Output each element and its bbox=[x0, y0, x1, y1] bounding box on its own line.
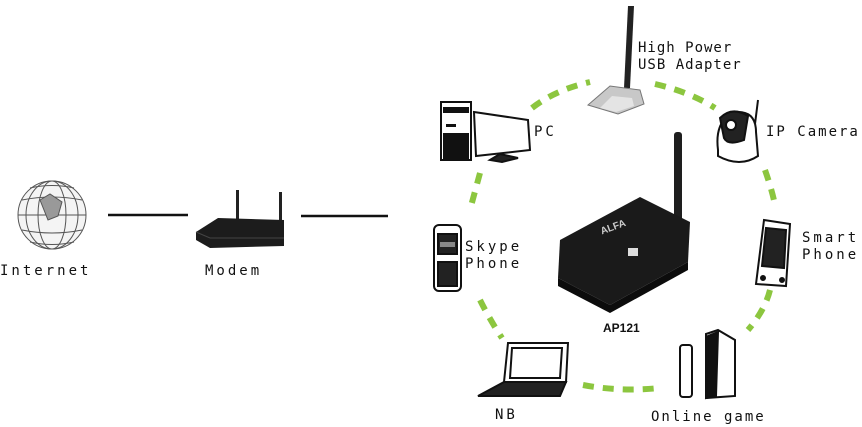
laptop-icon bbox=[477, 342, 570, 397]
internet-label: Internet bbox=[0, 263, 92, 279]
ring-segment-usb-camera bbox=[654, 81, 717, 111]
wireless-ring bbox=[467, 79, 778, 393]
modem-label: Modem bbox=[205, 263, 263, 279]
skype-phone-label-line2: Phone bbox=[465, 256, 523, 272]
usb-adapter-icon bbox=[586, 6, 645, 115]
ring-segment-nb-skype bbox=[477, 298, 505, 340]
ip-camera-label: IP Camera bbox=[766, 124, 860, 140]
usb-adapter-label-line1: High Power bbox=[638, 40, 733, 56]
ring-segment-camera-smartphone bbox=[762, 169, 778, 206]
usb-adapter-label-line2: USB Adapter bbox=[638, 57, 742, 73]
skype-phone-label-line1: Skype bbox=[465, 239, 523, 255]
access-point-icon: ALFA bbox=[558, 132, 690, 313]
online-game-label: Online game bbox=[651, 409, 766, 425]
ring-segment-smartphone-game bbox=[745, 289, 773, 332]
ap-label: AP121 bbox=[603, 321, 640, 335]
globe-icon bbox=[17, 180, 87, 250]
desktop-pc-icon bbox=[440, 101, 532, 164]
ring-segment-skype-pc bbox=[467, 172, 483, 211]
smartphone-label-line1: Smart bbox=[802, 230, 860, 246]
ring-segment-game-nb bbox=[582, 382, 661, 393]
smartphone-label-line2: Phone bbox=[802, 247, 860, 263]
ring-segment-pc-usb bbox=[530, 79, 591, 111]
mobile-phone-icon bbox=[433, 224, 462, 292]
nb-label: NB bbox=[495, 407, 518, 423]
pc-label: PC bbox=[534, 124, 557, 140]
game-console-icon bbox=[679, 328, 736, 400]
smartphone-icon bbox=[754, 218, 792, 288]
router-icon bbox=[195, 190, 284, 248]
ip-camera-icon bbox=[716, 99, 760, 163]
